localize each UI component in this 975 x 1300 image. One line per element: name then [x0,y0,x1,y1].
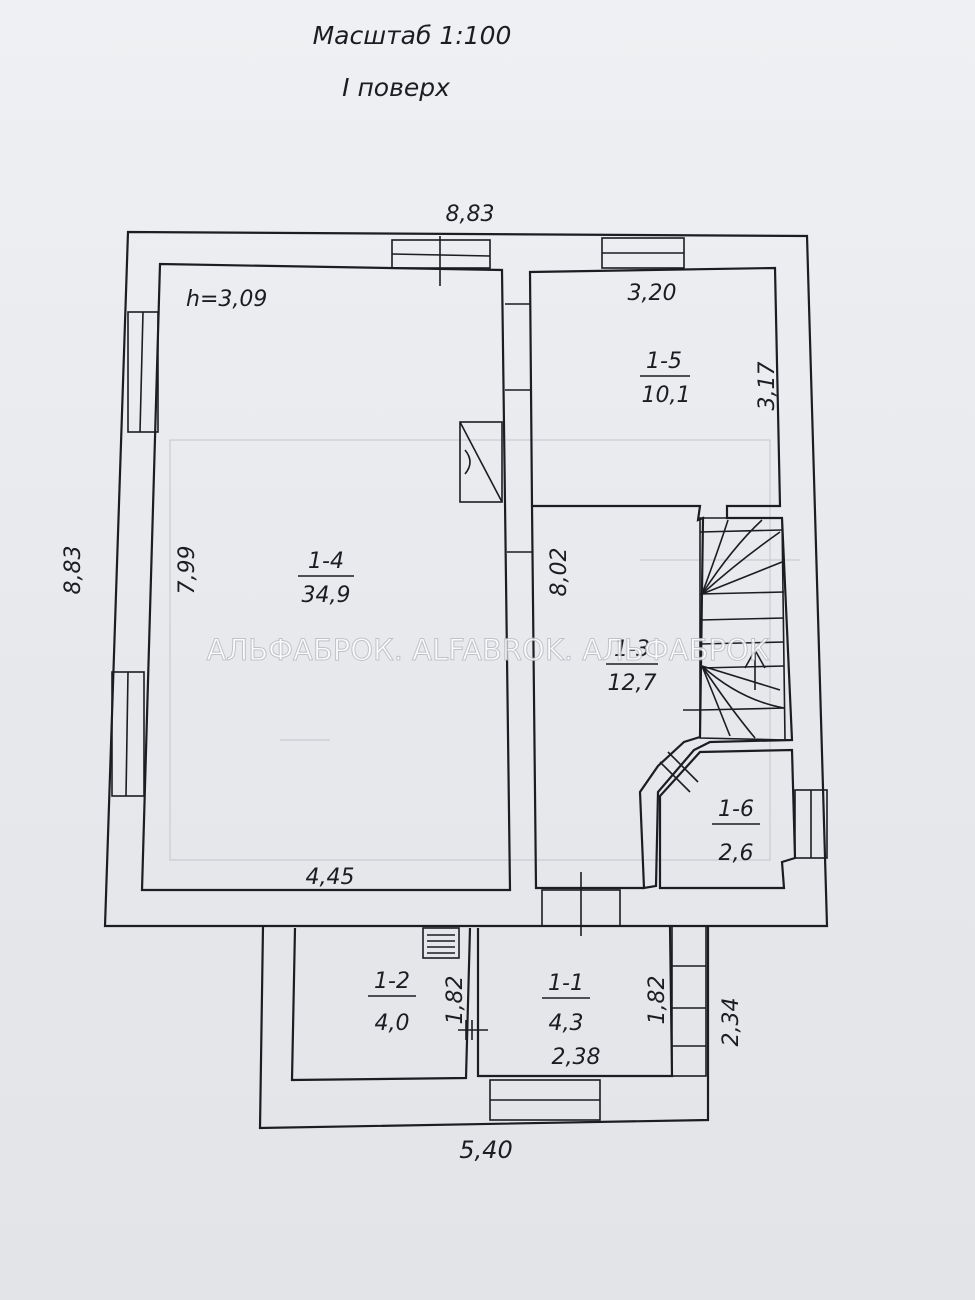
room-label-1-1: 1-1 4,3 [542,971,590,1036]
room-1-5-height-dimension: 3,17 [755,362,780,411]
room-id: 1-4 [308,549,344,574]
room-label-1-5: 1-5 10,1 [640,349,690,408]
room-1-1-width-dimension: 2,38 [552,1045,601,1070]
right-window [794,789,828,859]
watermark: АЛЬФАБРОК. ALFABROK. АЛЬФАБРОК [207,633,770,667]
porch-depth-dimension: 2,34 [719,998,744,1047]
porch-door-bottom [489,1079,601,1121]
room-1-3-height-dimension: 8,02 [547,548,572,597]
room-area: 10,1 [642,383,691,408]
room-id: 1-3 [614,637,650,662]
room-1-2-height-dimension: 1,82 [443,976,468,1025]
stove-symbol [459,421,503,503]
porch-outer-wall [258,925,710,1130]
room-label-1-6: 1-6 2,6 [712,797,760,866]
partition-details [505,303,532,553]
room-area: 2,6 [719,841,754,866]
room-1-3-lower-outline [530,505,644,890]
top-windows [391,236,685,286]
room-1-2-outline [290,927,472,1082]
room-1-1-height-dimension: 1,82 [645,976,670,1025]
scale-label: Масштаб 1:100 [313,21,512,50]
room-id: 1-2 [374,969,410,994]
main-building [103,230,829,936]
room-id: 1-5 [646,349,682,374]
porch-width-dimension: 5,40 [459,1136,512,1164]
staircase [683,517,786,741]
room-id: 1-6 [718,797,754,822]
room-area: 4,3 [549,1011,584,1036]
room-1-4-outline [140,262,512,892]
room-area: 34,9 [302,583,351,608]
porch-window-right [671,925,707,1077]
porch-block [258,925,710,1130]
ceiling-height-label: h=3,09 [186,287,267,312]
left-outer-dimension: 8,83 [61,546,86,595]
room-label-1-3: 1-3 12,7 [606,637,658,696]
room-label-1-4: 1-4 34,9 [298,549,354,608]
room-1-4-width-dimension: 4,45 [306,865,355,890]
radiator-symbol [422,927,460,959]
room-label-1-2: 1-2 4,0 [368,969,416,1036]
door-1-6 [659,761,691,793]
room-id: 1-1 [548,971,584,996]
room-1-1-outline [476,925,674,1078]
left-windows [111,311,159,797]
top-outer-dimension: 8,83 [446,202,495,227]
room-1-6-outline [658,748,797,890]
floor-label: I поверх [342,73,450,102]
doorway-south [541,872,621,936]
room-area: 12,7 [608,671,657,696]
room-1-5-width-dimension: 3,20 [628,281,677,306]
room-1-4-height-dimension: 7,99 [175,546,200,595]
room-area: 4,0 [375,1011,410,1036]
